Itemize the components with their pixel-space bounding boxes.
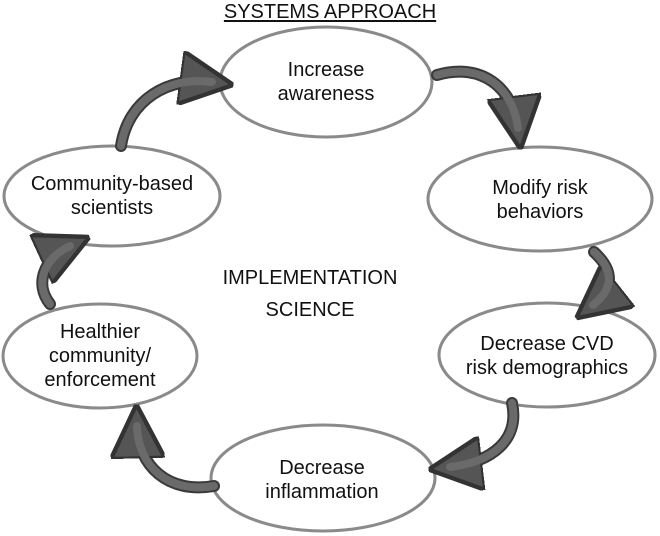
node-decrease-cvd-risk-demographics: Decrease CVD risk demographics: [465, 333, 629, 379]
node-increase-awareness: Increase awareness: [277, 59, 375, 105]
node-community-based-scientists: Community-based scientists: [30, 173, 194, 219]
center-label-line1: IMPLEMENTATION: [222, 267, 398, 289]
node-ellipse-decrease-cvd: [437, 301, 657, 409]
center-label-line2: SCIENCE: [265, 299, 355, 321]
node-ellipse-healthier-community: [1, 302, 199, 410]
center-label: IMPLEMENTATION SCIENCE: [215, 262, 405, 326]
node-decrease-inflammation: Decrease inflammation: [265, 457, 379, 503]
node-healthier-community-enforcement: Healthier community/ enforcement: [44, 321, 156, 391]
node-ellipse-community-scientists: [2, 144, 222, 248]
node-modify-risk-behaviors: Modify risk behaviors: [492, 177, 588, 223]
diagram-title: SYSTEMS APPROACH: [223, 1, 437, 23]
